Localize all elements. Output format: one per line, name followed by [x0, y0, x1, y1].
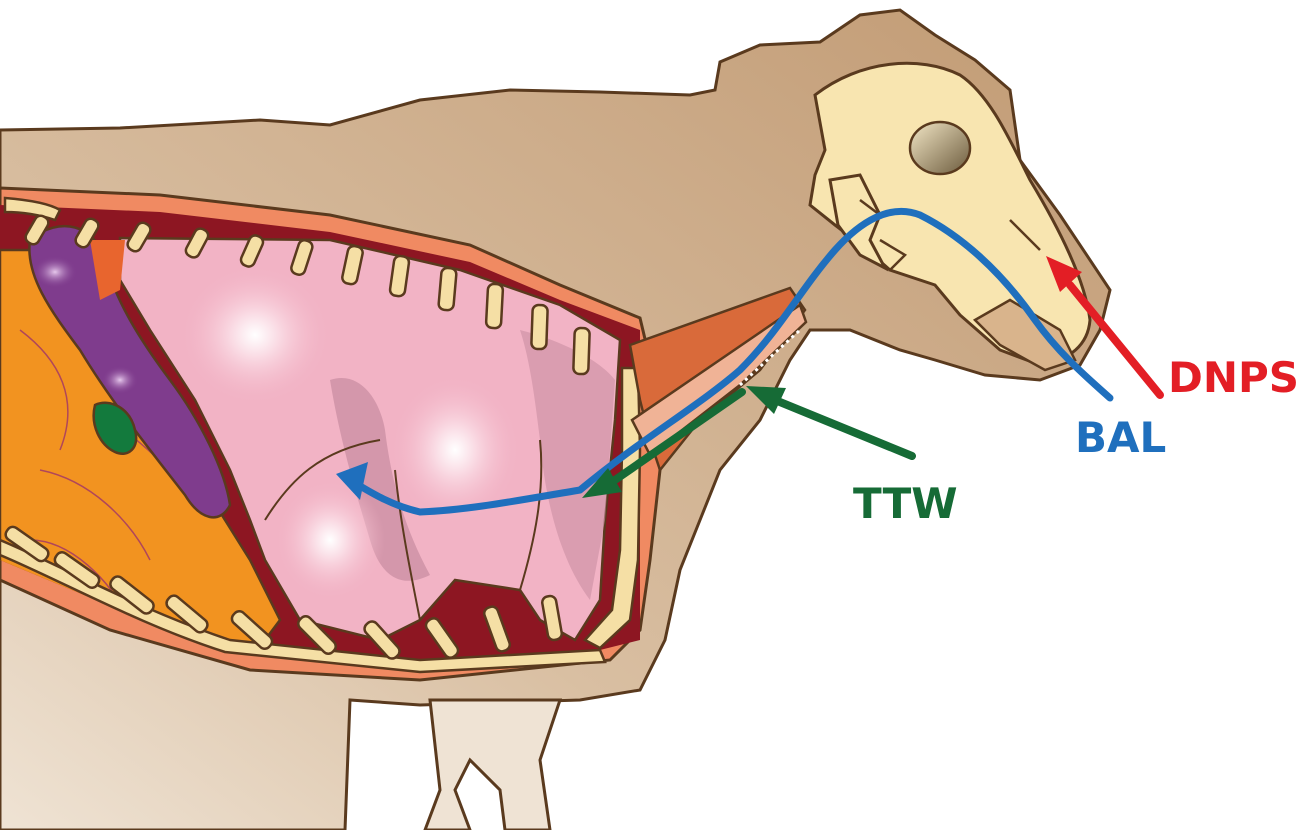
- rib: [531, 305, 548, 349]
- dnps-label: DNPS: [1168, 353, 1297, 402]
- eye-orbit: [910, 122, 970, 174]
- ttw-needle: [775, 400, 912, 456]
- rib: [486, 284, 503, 329]
- bal-label: BAL: [1075, 413, 1166, 462]
- ttw-label: TTW: [853, 479, 958, 528]
- leg: [425, 700, 560, 830]
- rib: [438, 267, 457, 310]
- rib: [573, 328, 590, 374]
